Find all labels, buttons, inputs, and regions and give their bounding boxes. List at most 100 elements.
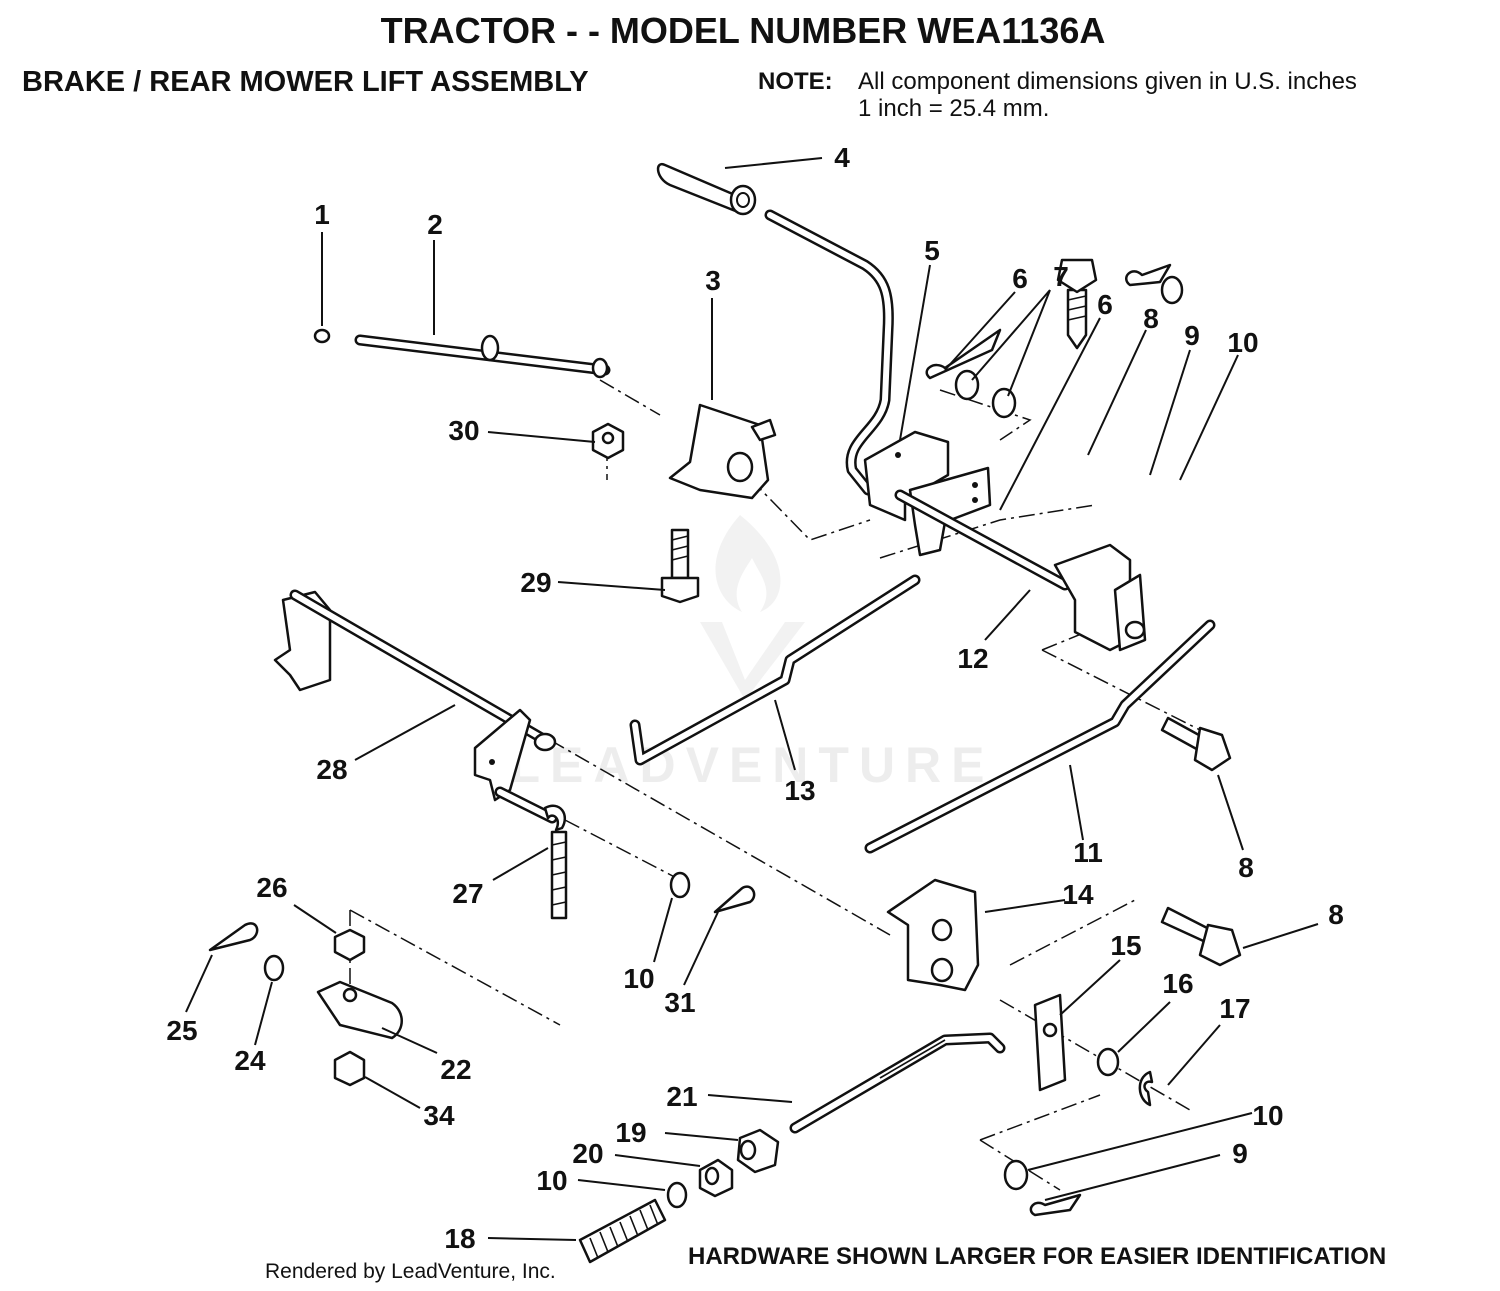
callout-3: 3: [705, 265, 721, 296]
pin-part: [313, 328, 331, 344]
leader-line: [971, 289, 1051, 397]
hardware-note: HARDWARE SHOWN LARGER FOR EASIER IDENTIF…: [688, 1243, 1387, 1270]
callout-25: 25: [166, 1015, 197, 1046]
washer-part: [1003, 1159, 1029, 1191]
callout-4: 4: [834, 142, 850, 173]
spring-part: [578, 1198, 667, 1264]
callout-22: 22: [440, 1054, 471, 1085]
callout-28: 28: [316, 754, 347, 785]
leader-line: [487, 431, 596, 443]
render-credit: Rendered by LeadVenture, Inc.: [265, 1260, 556, 1283]
hex-nut-part: [333, 1050, 366, 1087]
leader-line: [999, 317, 1101, 511]
callout-16: 16: [1162, 968, 1193, 999]
trunnion-part: [316, 980, 403, 1040]
callout-6: 6: [1012, 263, 1028, 294]
page-title: TRACTOR - - MODEL NUMBER WEA1136A: [380, 10, 1106, 51]
callout-17: 17: [1219, 993, 1250, 1024]
handle-grip-part: [656, 162, 757, 216]
callout-10b: 10: [623, 963, 654, 994]
leader-line: [724, 157, 823, 169]
lift-handle-part: [764, 209, 992, 557]
leader-line: [185, 954, 213, 1013]
note-dimensions: All component dimensions given in U.S. i…: [858, 68, 1357, 95]
washer-part: [263, 954, 285, 982]
callout-labels: 1 2 3 4 5 6 7 6 8 9 10 30 29 12 13 28 11…: [166, 142, 1343, 1254]
callout-20: 20: [572, 1138, 603, 1169]
cotter-pin-part: [713, 885, 756, 914]
washer-part: [991, 387, 1017, 419]
leader-line: [664, 1132, 739, 1141]
hex-nut-part: [591, 422, 625, 460]
callout-2: 2: [427, 209, 443, 240]
leader-line: [1167, 1024, 1221, 1086]
callout-10c: 10: [1252, 1100, 1283, 1131]
e-clip-part: [1138, 1070, 1154, 1107]
callout-14: 14: [1062, 879, 1094, 910]
leader-line: [984, 899, 1066, 913]
callout-24: 24: [234, 1045, 266, 1076]
leader-line: [354, 704, 456, 761]
washer-part: [954, 369, 980, 401]
pivot-bracket-part: [668, 403, 777, 500]
callout-8c: 8: [1328, 899, 1344, 930]
callout-1: 1: [314, 199, 330, 230]
washer-part: [1160, 275, 1184, 305]
callout-9b: 9: [1232, 1138, 1248, 1169]
leader-line: [1044, 1154, 1221, 1201]
callout-13: 13: [784, 775, 815, 806]
callout-8: 8: [1143, 303, 1159, 334]
callout-21: 21: [666, 1081, 697, 1112]
leader-line: [492, 847, 549, 881]
callout-7: 7: [1053, 261, 1069, 292]
cross-shaft-part: [273, 589, 557, 802]
callout-30: 30: [448, 415, 479, 446]
callout-9: 9: [1184, 320, 1200, 351]
leader-line: [614, 1154, 701, 1167]
brake-shaft-part: [894, 489, 1147, 652]
watermark: LEADVENTURE: [509, 515, 994, 793]
leader-line: [1059, 959, 1121, 1016]
lift-rod-part: [354, 334, 611, 379]
cotter-pin-part: [925, 328, 1002, 380]
callout-5: 5: [924, 235, 940, 266]
leader-line: [557, 581, 666, 591]
assembly-subtitle: BRAKE / REAR MOWER LIFT ASSEMBLY: [22, 66, 589, 98]
bolt-part: [660, 528, 700, 604]
callout-10d: 10: [536, 1165, 567, 1196]
callout-29: 29: [520, 567, 551, 598]
note-label: NOTE:: [758, 68, 833, 95]
note-conversion: 1 inch = 25.4 mm.: [858, 95, 1050, 122]
leader-line: [1242, 923, 1319, 949]
watermark-text: LEADVENTURE: [509, 737, 994, 793]
leader-line: [774, 699, 796, 771]
leader-line: [653, 897, 673, 963]
eye-bolt-part: [494, 786, 568, 920]
callout-12: 12: [957, 643, 988, 674]
leader-line: [683, 911, 719, 986]
leader-line: [899, 264, 931, 441]
cotter-pin-part: [1125, 263, 1172, 287]
brake-rod-threaded-part: [789, 1032, 1006, 1134]
leader-line: [707, 1094, 793, 1103]
jam-nut-part: [698, 1158, 734, 1198]
callout-6b: 6: [1097, 289, 1113, 320]
leader-line: [364, 1076, 421, 1109]
leader-line: [577, 1179, 666, 1191]
dash-line: [549, 739, 891, 936]
brake-plate-part: [1033, 993, 1067, 1092]
leader-line: [1149, 349, 1191, 476]
mounting-bracket-part: [886, 878, 980, 992]
washer-part: [669, 871, 691, 899]
leader-line: [254, 981, 273, 1046]
leader-line: [984, 589, 1031, 641]
mower-lift-rod-part: [864, 619, 1216, 854]
leader-line: [293, 904, 337, 934]
leader-line: [944, 291, 1016, 371]
leader-line: [487, 1237, 577, 1241]
watermark-flame-icon: [715, 515, 781, 612]
watermark-v-icon: [700, 622, 805, 700]
dash-line: [979, 899, 1191, 1191]
callout-26: 26: [256, 872, 287, 903]
